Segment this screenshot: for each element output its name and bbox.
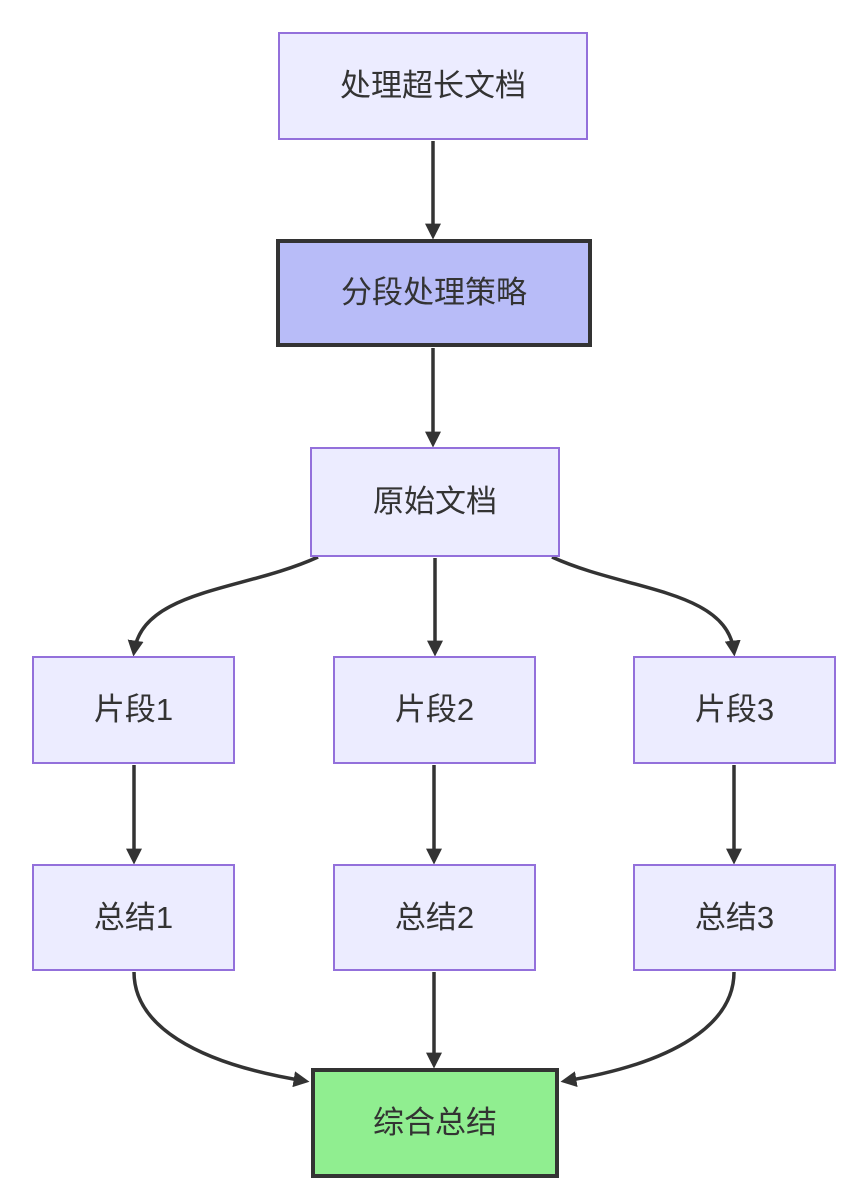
node-handle-long-document: 处理超长文档 bbox=[278, 32, 588, 140]
node-summary-1-label: 总结1 bbox=[93, 899, 174, 935]
node-summary-1: 总结1 bbox=[32, 864, 235, 971]
edge-summary1-combined bbox=[132, 971, 310, 1088]
node-fragment-3-label: 片段3 bbox=[694, 692, 775, 728]
node-fragment-2-label: 片段2 bbox=[394, 692, 475, 728]
edge-summary3-combined bbox=[560, 971, 736, 1088]
node-combined-summary: 综合总结 bbox=[311, 1068, 559, 1178]
node-summary-2-label: 总结2 bbox=[394, 899, 475, 935]
node-fragment-3: 片段3 bbox=[633, 656, 836, 764]
node-segmentation-strategy-label: 分段处理策略 bbox=[341, 275, 527, 311]
node-combined-summary-label: 综合总结 bbox=[373, 1105, 497, 1141]
node-segmentation-strategy: 分段处理策略 bbox=[276, 239, 592, 347]
node-summary-3-label: 总结3 bbox=[694, 899, 775, 935]
node-handle-long-document-label: 处理超长文档 bbox=[340, 68, 526, 104]
node-original-document: 原始文档 bbox=[310, 447, 560, 557]
edge-original-fragment1 bbox=[127, 555, 319, 657]
node-fragment-1: 片段1 bbox=[32, 656, 235, 764]
node-summary-3: 总结3 bbox=[633, 864, 836, 971]
edge-original-fragment3 bbox=[551, 555, 741, 657]
node-original-document-label: 原始文档 bbox=[373, 484, 497, 520]
node-summary-2: 总结2 bbox=[333, 864, 536, 971]
node-fragment-1-label: 片段1 bbox=[93, 692, 174, 728]
node-fragment-2: 片段2 bbox=[333, 656, 536, 764]
